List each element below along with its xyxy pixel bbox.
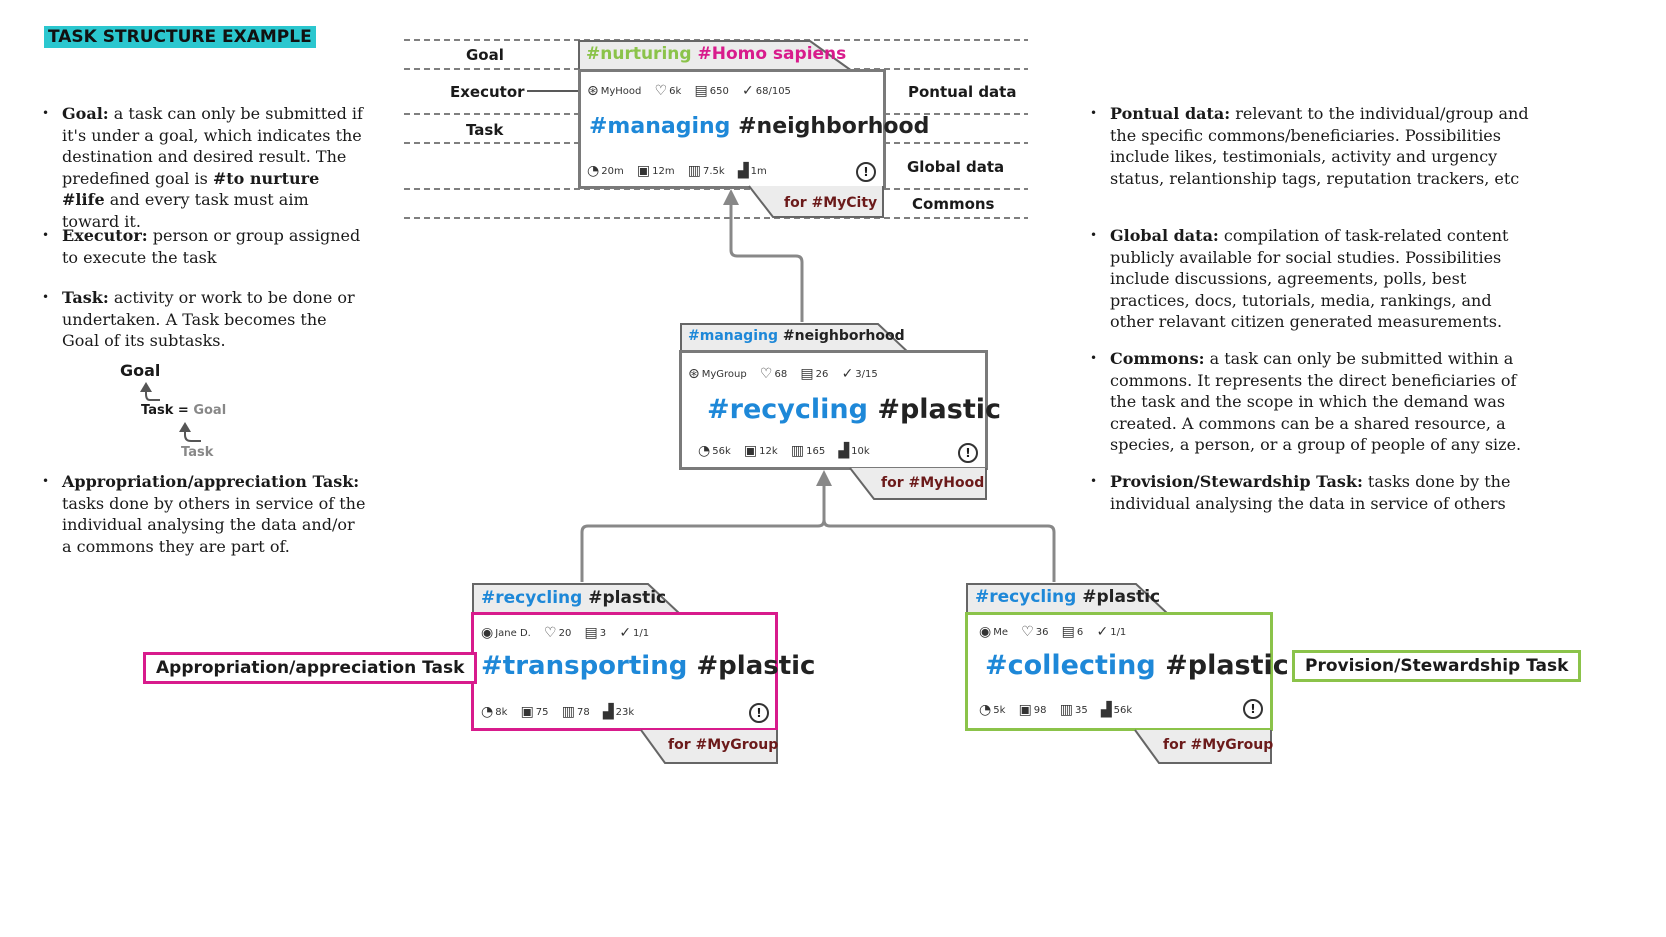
global-data-right: ◔5k ▣98 ▥35 ▟56k [979,702,1133,718]
global-data-left: ◔8k ▣75 ▥78 ▟23k [481,704,635,720]
discussion-icon[interactable]: ◔ [979,702,992,718]
mini-subtask: Task [181,445,214,460]
user-icon: ◉ [481,625,494,641]
comment-icon[interactable]: ▤ [584,625,598,641]
global-data-top: ◔20m ▣12m ▥7.5k ▟1m [587,163,767,179]
media-icon[interactable]: ▣ [743,443,758,459]
discussion-icon[interactable]: ◔ [481,704,494,720]
heart-icon[interactable]: ♡ [1021,624,1034,640]
card-body-middle [679,350,988,470]
ranking-icon[interactable]: ▟ [838,443,850,459]
note-pontual: • Pontual data: relevant to the individu… [1090,104,1529,188]
media-icon[interactable]: ▣ [1018,702,1032,718]
commons-label-middle[interactable]: for #MyHood [881,475,985,491]
card-body-right [965,612,1273,731]
globe-icon: ⊛ [587,83,599,99]
global-data-middle: ◔56k ▣12k ▥165 ▟10k [698,443,870,459]
heart-icon[interactable]: ♡ [544,625,557,641]
doc-icon[interactable]: ▥ [1059,702,1073,718]
doc-icon[interactable]: ▥ [790,443,805,459]
doc-icon[interactable]: ▥ [561,704,575,720]
commons-shape-right [1134,729,1272,764]
appropriation-task-label: Appropriation/appreciation Task [143,652,478,684]
tab-shape-middle [680,323,911,355]
note-global: • Global data: compilation of task-relat… [1090,226,1509,331]
check-circle-icon[interactable]: ✓ [1096,624,1109,640]
ranking-icon[interactable]: ▟ [602,704,614,720]
user-icon: ◉ [979,624,992,640]
goal-tag-right: #recycling #plastic [975,587,1161,607]
pontual-data-top: ⊛MyHood ♡6k ▤650 ✓68/105 [587,83,791,99]
comment-icon[interactable]: ▤ [694,83,708,99]
commons-shape-left [640,729,778,764]
task-title-right[interactable]: #collecting #plastic [985,650,1289,681]
comment-icon[interactable]: ▤ [800,366,814,382]
alert-icon[interactable]: ! [958,443,978,463]
mini-task: Task = Goal [141,403,227,418]
tab-shape-top [578,40,853,72]
card-body-top [578,69,886,189]
mini-goal: Goal [120,361,161,380]
card-body-left [471,612,778,731]
check-circle-icon[interactable]: ✓ [841,366,854,382]
guide-label-goal: Goal [466,46,504,64]
media-icon[interactable]: ▣ [520,704,534,720]
doc-icon[interactable]: ▥ [687,163,701,179]
alert-icon[interactable]: ! [856,162,876,182]
guide-label-commons: Commons [912,195,995,213]
guide-label-global: Global data [907,158,1005,176]
heart-icon[interactable]: ♡ [654,83,668,99]
note-provision: • Provision/Stewardship Task: tasks done… [1090,472,1511,513]
goal-tag-middle: #managing #neighborhood [688,328,905,344]
goal-tag-top: #nurturing #Homo sapiens [586,44,847,64]
pontual-data-right: ◉Me ♡36 ▤6 ✓1/1 [979,624,1127,640]
guide-label-executor: Executor [450,83,525,101]
tab-shape-left [472,583,681,615]
pontual-data-left: ◉Jane D. ♡20 ▤3 ✓1/1 [481,625,650,641]
goal-tag-left: #recycling #plastic [481,588,667,608]
ranking-icon[interactable]: ▟ [1100,702,1112,718]
pontual-data-middle: ⊛MyGroup ♡68 ▤26 ✓3/15 [688,366,878,382]
note-commons: • Commons: a task can only be submitted … [1090,349,1522,454]
alert-icon[interactable]: ! [749,703,769,723]
page-title: TASK STRUCTURE EXAMPLE [44,26,316,48]
media-icon[interactable]: ▣ [636,163,651,179]
commons-label-right[interactable]: for #MyGroup [1163,737,1274,753]
alert-icon[interactable]: ! [1243,699,1263,719]
task-title-middle[interactable]: #recycling #plastic [707,394,1001,425]
task-title-left[interactable]: #transporting #plastic [481,651,816,681]
guide-label-pontual: Pontual data [908,83,1017,101]
note-executor: • Executor: person or group assigned to … [42,226,361,267]
comment-icon[interactable]: ▤ [1061,624,1075,640]
discussion-icon[interactable]: ◔ [587,163,600,179]
commons-shape-top [748,185,884,218]
heart-icon[interactable]: ♡ [759,366,773,382]
ranking-icon[interactable]: ▟ [737,163,749,179]
commons-label-top[interactable]: for #MyCity [784,195,878,211]
commons-shape-middle [849,467,987,500]
note-appropriation: • Appropriation/appreciation Task: tasks… [42,472,366,556]
task-title-top[interactable]: #managing #neighborhood [589,114,930,139]
note-goal: • Goal: a task can only be submitted if … [42,104,363,231]
discussion-icon[interactable]: ◔ [698,443,711,459]
provision-task-label: Provision/Stewardship Task [1292,650,1582,682]
check-circle-icon[interactable]: ✓ [742,83,754,99]
globe-icon: ⊛ [688,366,700,382]
tab-shape-right [966,583,1169,615]
note-task: • Task: activity or work to be done or u… [42,288,355,350]
guide-label-task: Task [466,121,504,139]
check-circle-icon[interactable]: ✓ [619,625,632,641]
commons-label-left[interactable]: for #MyGroup [668,737,779,753]
